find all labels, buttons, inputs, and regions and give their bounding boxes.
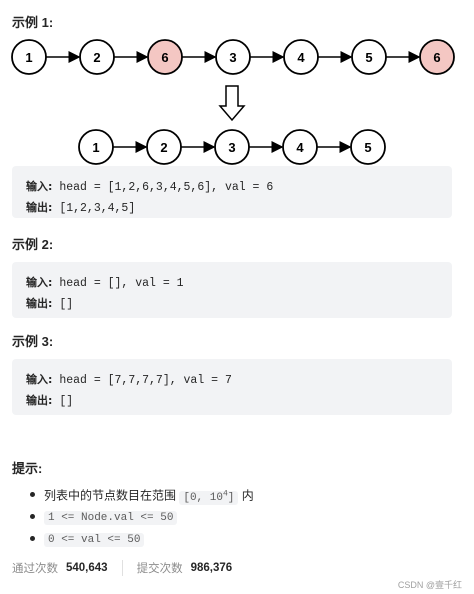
output-label: 输出: xyxy=(26,201,53,214)
output-value: [] xyxy=(59,395,74,408)
before-node-label: 6 xyxy=(433,50,440,65)
input-label: 输入: xyxy=(26,373,53,386)
after-node-label: 1 xyxy=(92,140,99,155)
input-label: 输入: xyxy=(26,276,53,289)
example1-output-line: 输出: [1,2,3,4,5] xyxy=(26,198,438,219)
stats-divider xyxy=(121,560,123,576)
example1-heading: 示例 1: xyxy=(12,15,54,30)
watermark: CSDN @壹千红 xyxy=(397,580,462,590)
example3-output-line: 输出: [] xyxy=(26,391,438,412)
transform-arrow-icon xyxy=(218,85,246,122)
before-node xyxy=(419,39,455,75)
before-node-label: 5 xyxy=(365,50,372,65)
example2-input-line: 输入: head = [], val = 1 xyxy=(26,273,438,294)
before-node-label: 3 xyxy=(229,50,236,65)
after-node xyxy=(350,129,386,165)
range-exponent: 4 xyxy=(222,489,228,498)
output-label: 输出: xyxy=(26,394,53,407)
hints-list: 列表中的节点数目在范围 [0, 104] 内 1 <= Node.val <= … xyxy=(30,484,254,550)
submitted-value: 986,376 xyxy=(190,562,233,574)
range-chip: [0, 104] xyxy=(179,489,239,505)
output-value: [1,2,3,4,5] xyxy=(59,202,136,215)
after-node-label: 5 xyxy=(364,140,371,155)
example3-code-box: 输入: head = [7,7,7,7], val = 7 输出: [] xyxy=(12,359,452,415)
submission-stats: 通过次数 540,643 提交次数 986,376 xyxy=(12,560,232,576)
before-node-label: 4 xyxy=(297,50,305,65)
hint-item-val: 0 <= val <= 50 xyxy=(30,528,254,548)
input-value: head = [], val = 1 xyxy=(59,277,184,290)
output-value: [] xyxy=(59,298,74,311)
output-label: 输出: xyxy=(26,297,53,310)
hint-item-node-val: 1 <= Node.val <= 50 xyxy=(30,506,254,526)
after-node-label: 4 xyxy=(296,140,304,155)
node-val-constraint: 1 <= Node.val <= 50 xyxy=(44,511,178,525)
input-value: head = [1,2,6,3,4,5,6], val = 6 xyxy=(59,181,274,194)
hint-text: 列表中的节点数目在范围 xyxy=(44,488,180,503)
before-node-label: 1 xyxy=(25,50,32,65)
example3-heading: 示例 3: xyxy=(12,334,54,349)
example3-input-line: 输入: head = [7,7,7,7], val = 7 xyxy=(26,370,438,391)
example2-code-box: 输入: head = [], val = 1 输出: [] xyxy=(12,262,452,318)
range-end: ] xyxy=(227,491,235,504)
accepted-value: 540,643 xyxy=(66,562,108,574)
before-node-label: 2 xyxy=(93,50,100,65)
hint-text-suffix: 内 xyxy=(238,488,254,503)
before-node-label: 6 xyxy=(161,50,168,65)
hint-item-node-count: 列表中的节点数目在范围 [0, 104] 内 xyxy=(30,484,254,505)
submitted-label: 提交次数 xyxy=(136,563,183,575)
example1-code-box: 输入: head = [1,2,6,3,4,5,6], val = 6 输出: … xyxy=(12,166,452,218)
accepted-label: 通过次数 xyxy=(12,563,58,575)
range-start: [0, 10 xyxy=(183,491,223,504)
example1-diagram: 1 2 6 3 4 5 6 1 2 3 4 5 xyxy=(11,39,455,165)
after-node-label: 3 xyxy=(228,140,235,155)
val-constraint: 0 <= val <= 50 xyxy=(44,533,145,547)
hints-heading: 提示: xyxy=(12,461,43,476)
example2-heading: 示例 2: xyxy=(12,237,54,252)
after-node-label: 2 xyxy=(160,140,167,155)
example1-input-line: 输入: head = [1,2,6,3,4,5,6], val = 6 xyxy=(26,177,438,198)
input-label: 输入: xyxy=(26,180,53,193)
input-value: head = [7,7,7,7], val = 7 xyxy=(59,374,232,387)
example2-output-line: 输出: [] xyxy=(26,294,438,315)
